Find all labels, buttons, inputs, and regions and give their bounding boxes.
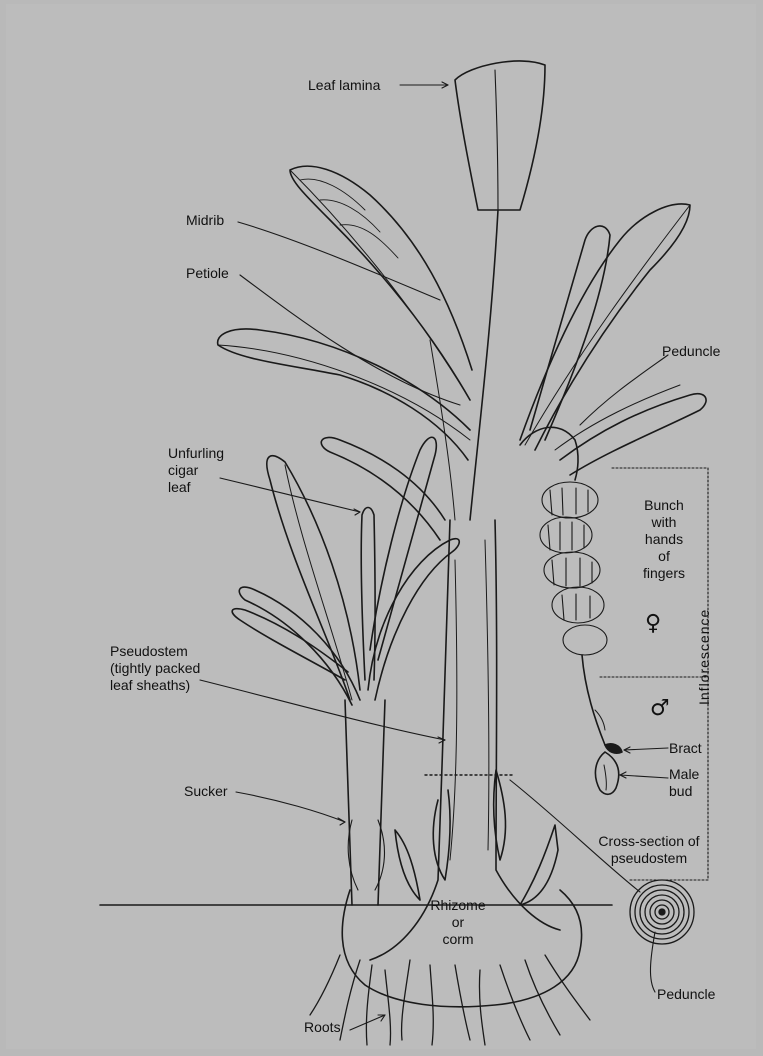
pseudostem-cross-section: [630, 880, 694, 944]
label-peduncle-top: Peduncle: [662, 343, 720, 360]
leaf-lamina-top: [455, 61, 545, 210]
label-sucker: Sucker: [184, 783, 228, 800]
leaf-left-upper: [290, 166, 472, 400]
leaf-right-lower: [560, 394, 706, 475]
roots: [310, 955, 590, 1045]
label-male-bud: Male bud: [669, 766, 699, 800]
banana-bunch: [540, 482, 607, 655]
label-bract: Bract: [669, 740, 702, 757]
unfurling-cigar-leaf: [361, 508, 375, 681]
bract: [605, 744, 622, 753]
label-midrib: Midrib: [186, 212, 224, 229]
leader-lines: [200, 82, 668, 1030]
male-axis: [582, 655, 605, 745]
leaf-right-upper: [520, 204, 690, 450]
label-petiole: Petiole: [186, 265, 229, 282]
label-inflorescence: Inflorescence: [696, 609, 712, 705]
male-bud: [595, 752, 618, 794]
label-unfurling-cigar-leaf: Unfurling cigar leaf: [168, 445, 224, 496]
sucker-stem: [345, 700, 385, 905]
label-cross-section: Cross-section of pseudostem: [574, 833, 724, 867]
label-rhizome: Rhizome or corm: [420, 897, 496, 948]
female-symbol: ♀: [645, 615, 661, 632]
label-pseudostem: Pseudostem (tightly packed leaf sheaths): [110, 643, 200, 694]
label-roots: Roots: [304, 1019, 341, 1036]
label-peduncle-bottom: Peduncle: [657, 986, 715, 1003]
label-bunch: Bunch with hands of fingers: [628, 497, 700, 582]
label-leaf-lamina: Leaf lamina: [308, 77, 380, 94]
male-symbol: ♂: [650, 700, 670, 717]
